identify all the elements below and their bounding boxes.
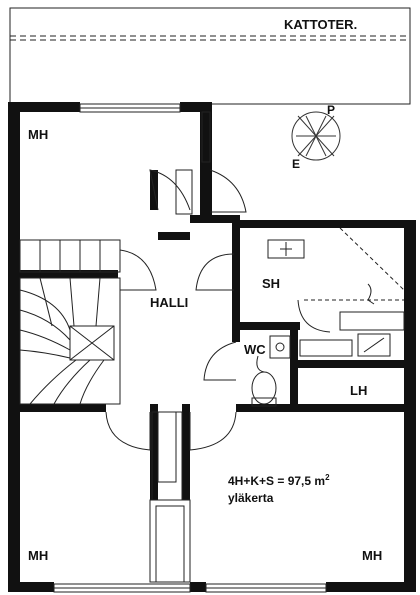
door-bedroom-bottom-left [105, 411, 151, 451]
sauna-heater [267, 239, 305, 259]
doors [105, 169, 331, 451]
door-laundry [297, 299, 331, 333]
apartment-summary-superscript: 2 [325, 473, 330, 482]
compass [291, 111, 341, 161]
apartment-summary: 4H+K+S = 97,5 m2 [228, 473, 330, 488]
closets [149, 411, 191, 583]
door-balcony-left [149, 169, 191, 211]
floor-level-label: yläkerta [228, 491, 274, 505]
windows [53, 103, 327, 593]
door-wc [203, 341, 237, 381]
washing-machine [357, 333, 391, 357]
toilet-bowl [251, 371, 277, 405]
window-balcony-side [201, 111, 211, 163]
outer-walls [8, 102, 416, 592]
door-bedroom-top [119, 249, 157, 291]
label-bedroom-top-left: MH [28, 127, 48, 142]
door-balcony-right [209, 169, 247, 213]
compass-circle [291, 111, 341, 161]
label-roof-terrace: KATTOTER. [284, 17, 357, 32]
label-hall: HALLI [150, 295, 188, 310]
interior-walls [18, 170, 404, 500]
door-bedroom-bottom-right [189, 411, 237, 451]
label-toilet: WC [244, 342, 266, 357]
staircase [19, 239, 121, 405]
wc-sink [269, 335, 291, 359]
label-laundry-room: LH [350, 383, 367, 398]
label-bedroom-bottom-left: MH [28, 548, 48, 563]
compass-north-letter: P [327, 103, 335, 117]
apartment-summary-text: 4H+K+S = 97,5 m [228, 474, 325, 488]
stair-upper-flight [19, 239, 121, 273]
stair-landing [69, 325, 115, 361]
bath-fixtures [251, 227, 405, 407]
door-sauna [195, 253, 235, 291]
label-sauna: SH [262, 276, 280, 291]
compass-east-letter: E [292, 157, 300, 171]
label-bedroom-bottom-right: MH [362, 548, 382, 563]
